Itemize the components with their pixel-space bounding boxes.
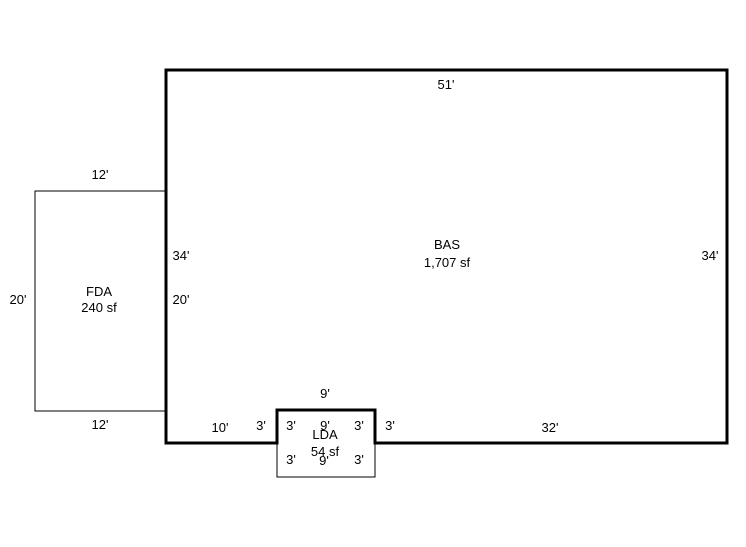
dim-bas-left: 34': [173, 248, 190, 263]
dim-lda-left-lower: 3': [286, 452, 296, 467]
fda-code: FDA: [86, 284, 112, 299]
dim-bas-notch-left: 3': [256, 418, 266, 433]
fda-area: 240 sf: [81, 300, 117, 315]
dim-fda-right: 20': [173, 292, 190, 307]
bas-area: 1,707 sf: [424, 255, 471, 270]
dim-bas-bottom-right: 32': [542, 420, 559, 435]
lda-code: LDA: [312, 427, 338, 442]
dim-lda-right-lower: 3': [354, 452, 364, 467]
dim-fda-bottom: 12': [92, 417, 109, 432]
dim-lda-right-upper: 3': [354, 418, 364, 433]
bas-code: BAS: [434, 237, 460, 252]
dim-bas-right: 34': [702, 248, 719, 263]
dim-fda-left: 20': [10, 292, 27, 307]
dim-bas-bottom-left: 10': [212, 420, 229, 435]
dim-bas-notch-top: 9': [320, 386, 330, 401]
dim-lda-top: 9': [320, 418, 330, 433]
dim-lda-left-upper: 3': [286, 418, 296, 433]
dim-bas-notch-right: 3': [385, 418, 395, 433]
dim-bas-top: 51': [438, 77, 455, 92]
dim-fda-top: 12': [92, 167, 109, 182]
dim-lda-bottom: 9': [319, 453, 329, 468]
bas-outline: [164, 68, 729, 445]
lda-area: 54 sf: [311, 444, 340, 459]
